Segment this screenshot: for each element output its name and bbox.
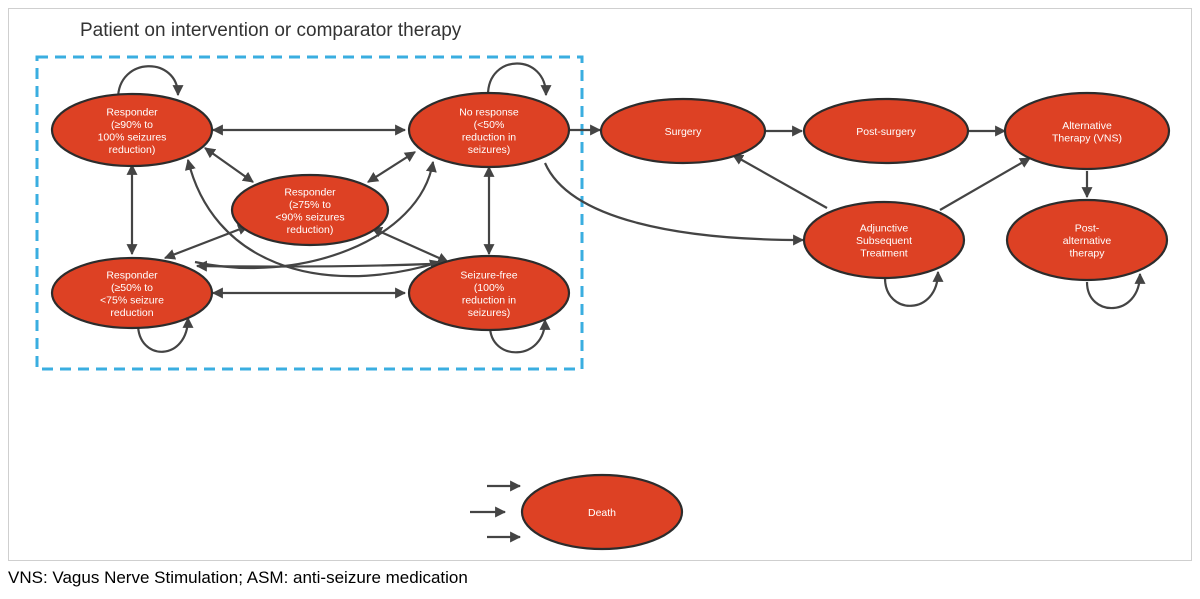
- node-label-surgery: Surgery: [665, 126, 703, 138]
- node-label-responder-75-90: (≥75% to: [289, 199, 331, 211]
- node-label-responder-90-100: 100% seizures: [98, 131, 167, 143]
- edge-r75-seizurefree: [370, 226, 450, 264]
- node-label-responder-90-100: (≥90% to: [111, 119, 153, 131]
- node-label-responder-75-90: <90% seizures: [275, 211, 344, 223]
- node-label-post-surgery: Post-surgery: [856, 126, 916, 138]
- node-label-no-response: (<50%: [474, 119, 505, 131]
- node-label-adjunctive-treatment: Treatment: [860, 248, 908, 260]
- node-shape-responder-90-100: [50, 92, 214, 168]
- node-shape-responder-75-90: [230, 173, 390, 247]
- edge-r90-r75: [204, 147, 254, 183]
- edge-seizurefree-r50: [195, 260, 431, 272]
- edge-adjunctive-alternative: [939, 157, 1031, 211]
- node-label-seizure-free: reduction in: [462, 294, 516, 306]
- node-shape-responder-50-75: [50, 256, 214, 330]
- edge-r75-r50: [163, 224, 250, 260]
- self-loop-responder-90-100: [116, 65, 184, 100]
- node-label-adjunctive-treatment: Subsequent: [856, 235, 912, 247]
- group-title: Patient on intervention or comparator th…: [80, 20, 462, 41]
- node-death: Death: [520, 473, 684, 551]
- node-label-responder-90-100: Responder: [106, 106, 158, 118]
- node-shape-death: [520, 473, 684, 551]
- node-label-responder-90-100: reduction): [109, 144, 156, 156]
- node-label-no-response: reduction in: [462, 131, 516, 143]
- node-label-post-alternative: alternative: [1063, 235, 1112, 247]
- self-loop-adjunctive: [883, 270, 944, 307]
- group-box: [35, 55, 584, 371]
- node-label-alternative-therapy: Therapy (VNS): [1052, 132, 1122, 144]
- node-shape-seizure-free: [407, 254, 571, 332]
- edge-r90-seizurefree-curve: [184, 158, 442, 278]
- edge-noresponse-r75: [367, 151, 416, 183]
- edge-adjunctive-surgery: [732, 154, 828, 209]
- node-label-post-alternative: therapy: [1069, 248, 1105, 260]
- node-shape-post-surgery: [802, 97, 970, 165]
- node-label-seizure-free: seizures): [468, 307, 511, 319]
- self-loop-post-alternative: [1085, 272, 1146, 310]
- node-label-seizure-free: (100%: [474, 282, 504, 294]
- node-label-responder-50-75: reduction: [110, 307, 153, 319]
- node-label-responder-50-75: Responder: [106, 269, 158, 281]
- node-surgery: Surgery: [599, 97, 767, 165]
- node-label-alternative-therapy: Alternative: [1062, 120, 1112, 132]
- state-transition-diagram: Patient on intervention or comparator th…: [35, 20, 1171, 551]
- node-label-responder-75-90: Responder: [284, 186, 336, 198]
- node-shape-surgery: [599, 97, 767, 165]
- self-loop-no-response: [486, 62, 552, 97]
- node-label-no-response: seizures): [468, 144, 511, 156]
- node-label-responder-75-90: reduction): [287, 224, 334, 236]
- node-shape-alternative-therapy: [1003, 91, 1171, 171]
- transition-arrows: [116, 62, 1146, 543]
- node-shape-no-response: [407, 91, 571, 169]
- node-label-responder-50-75: <75% seizure: [100, 294, 164, 306]
- node-label-responder-50-75: (≥50% to: [111, 282, 153, 294]
- figure-caption: VNS: Vagus Nerve Stimulation; ASM: anti-…: [8, 568, 468, 587]
- node-shape-adjunctive-treatment: [802, 200, 966, 280]
- node-label-seizure-free: Seizure-free: [460, 269, 517, 281]
- node-shape-post-alternative: [1005, 198, 1169, 282]
- self-loop-responder-50-75: [136, 316, 194, 353]
- node-label-adjunctive-treatment: Adjunctive: [860, 223, 909, 235]
- node-post-surgery: Post-surgery: [802, 97, 970, 165]
- self-loop-seizure-free: [488, 318, 551, 354]
- node-label-post-alternative: Post-: [1075, 223, 1100, 235]
- node-label-death: Death: [588, 507, 616, 519]
- edge-noresponse-adjunctive: [543, 162, 805, 246]
- node-label-no-response: No response: [459, 106, 519, 118]
- diagram-frame: [8, 8, 1192, 561]
